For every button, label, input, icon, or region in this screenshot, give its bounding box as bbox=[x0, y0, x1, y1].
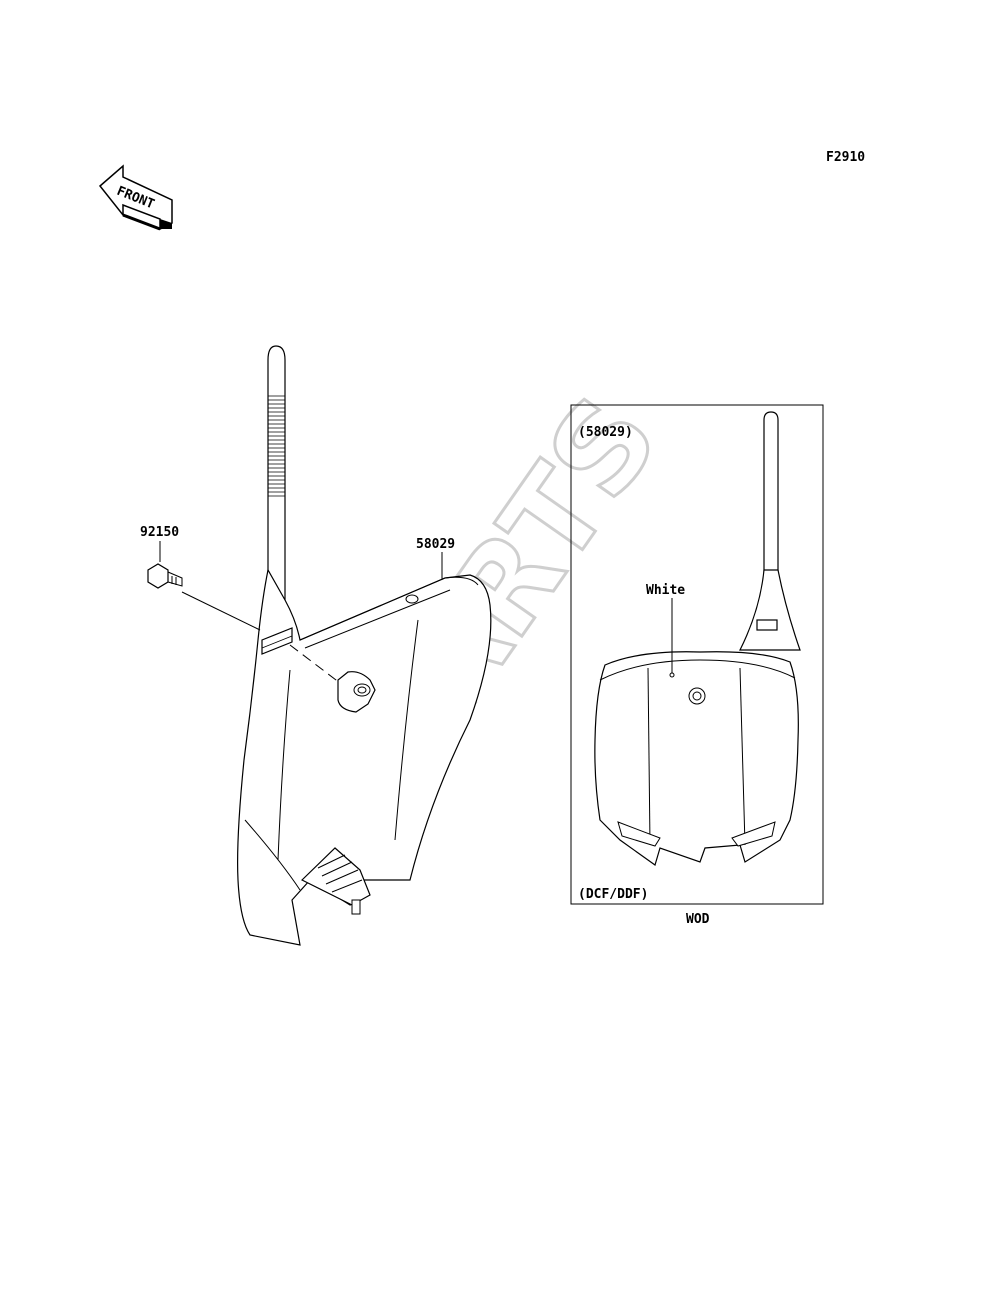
number-plate-drawing bbox=[147, 345, 492, 946]
callout-92150: 92150 bbox=[140, 525, 179, 540]
inset-ref-label: (58029) bbox=[578, 425, 633, 440]
front-arrow-icon: FRONT bbox=[98, 164, 173, 231]
inset-frame bbox=[570, 404, 824, 905]
bolt-icon bbox=[147, 563, 183, 589]
inset-variant-label: (DCF/DDF) bbox=[578, 887, 648, 902]
inset-color-label: White bbox=[646, 583, 685, 598]
inset-number-plate-drawing bbox=[594, 411, 801, 866]
diagram-id: F2910 bbox=[826, 150, 865, 165]
inset-caption: WOD bbox=[686, 912, 710, 927]
callout-58029: 58029 bbox=[416, 537, 455, 552]
